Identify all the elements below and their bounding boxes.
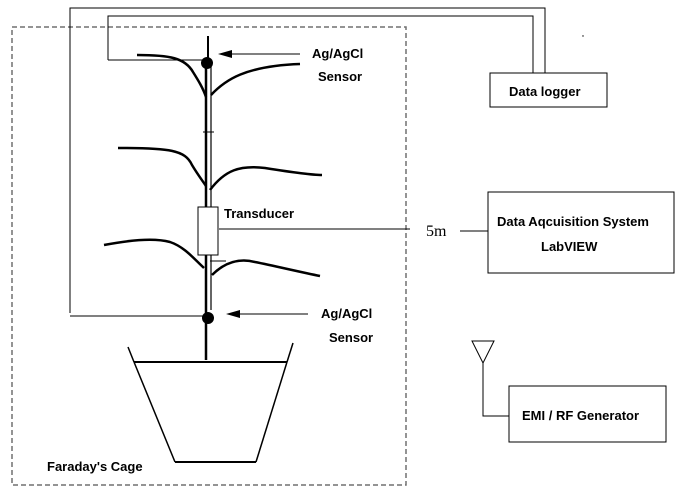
faraday-cage-label: Faraday's Cage bbox=[47, 459, 143, 474]
bottom-sensor-arrow-head bbox=[226, 310, 240, 318]
distance-label: 5m bbox=[426, 223, 447, 240]
pot-left-side bbox=[133, 361, 176, 463]
wire-outer-to-data-logger bbox=[69, 7, 546, 313]
leaf-mid-right bbox=[209, 166, 323, 191]
wire-inner-to-data-logger bbox=[107, 15, 534, 75]
daq-label-line1: Data Aqcuisition System bbox=[497, 214, 649, 229]
top-sensor-label-line2: Sensor bbox=[318, 69, 362, 84]
bottom-sensor-label-line2: Sensor bbox=[329, 330, 373, 345]
leaf-top-right bbox=[210, 62, 301, 96]
stray-dot bbox=[582, 35, 584, 37]
top-sensor-label-line1: Ag/AgCl bbox=[312, 46, 363, 61]
pot-rim-right-lip bbox=[286, 342, 294, 363]
top-sensor-electrode bbox=[201, 57, 213, 69]
faraday-cage-boundary bbox=[11, 26, 407, 486]
antenna-wire bbox=[482, 363, 509, 417]
emi-generator-label: EMI / RF Generator bbox=[522, 408, 639, 423]
leaf-mid-left bbox=[117, 146, 208, 187]
emi-generator-box bbox=[508, 385, 667, 443]
data-logger-label: Data logger bbox=[509, 84, 581, 99]
antenna-icon bbox=[471, 340, 495, 365]
pot-right-side bbox=[255, 361, 288, 463]
bottom-sensor-electrode bbox=[202, 312, 214, 324]
leaf-low-left bbox=[103, 238, 205, 269]
top-sensor-arrow-head bbox=[218, 50, 232, 58]
data-logger-box bbox=[489, 72, 608, 108]
pot-rim-left-lip bbox=[127, 346, 135, 363]
bottom-sensor-label-line1: Ag/AgCl bbox=[321, 306, 372, 321]
leaf-low-right bbox=[211, 259, 321, 278]
daq-box bbox=[487, 191, 675, 274]
transducer-label: Transducer bbox=[224, 206, 294, 221]
daq-label-line2: LabVIEW bbox=[541, 239, 598, 254]
transducer-box bbox=[197, 206, 219, 256]
leaf-top-left bbox=[136, 53, 208, 98]
